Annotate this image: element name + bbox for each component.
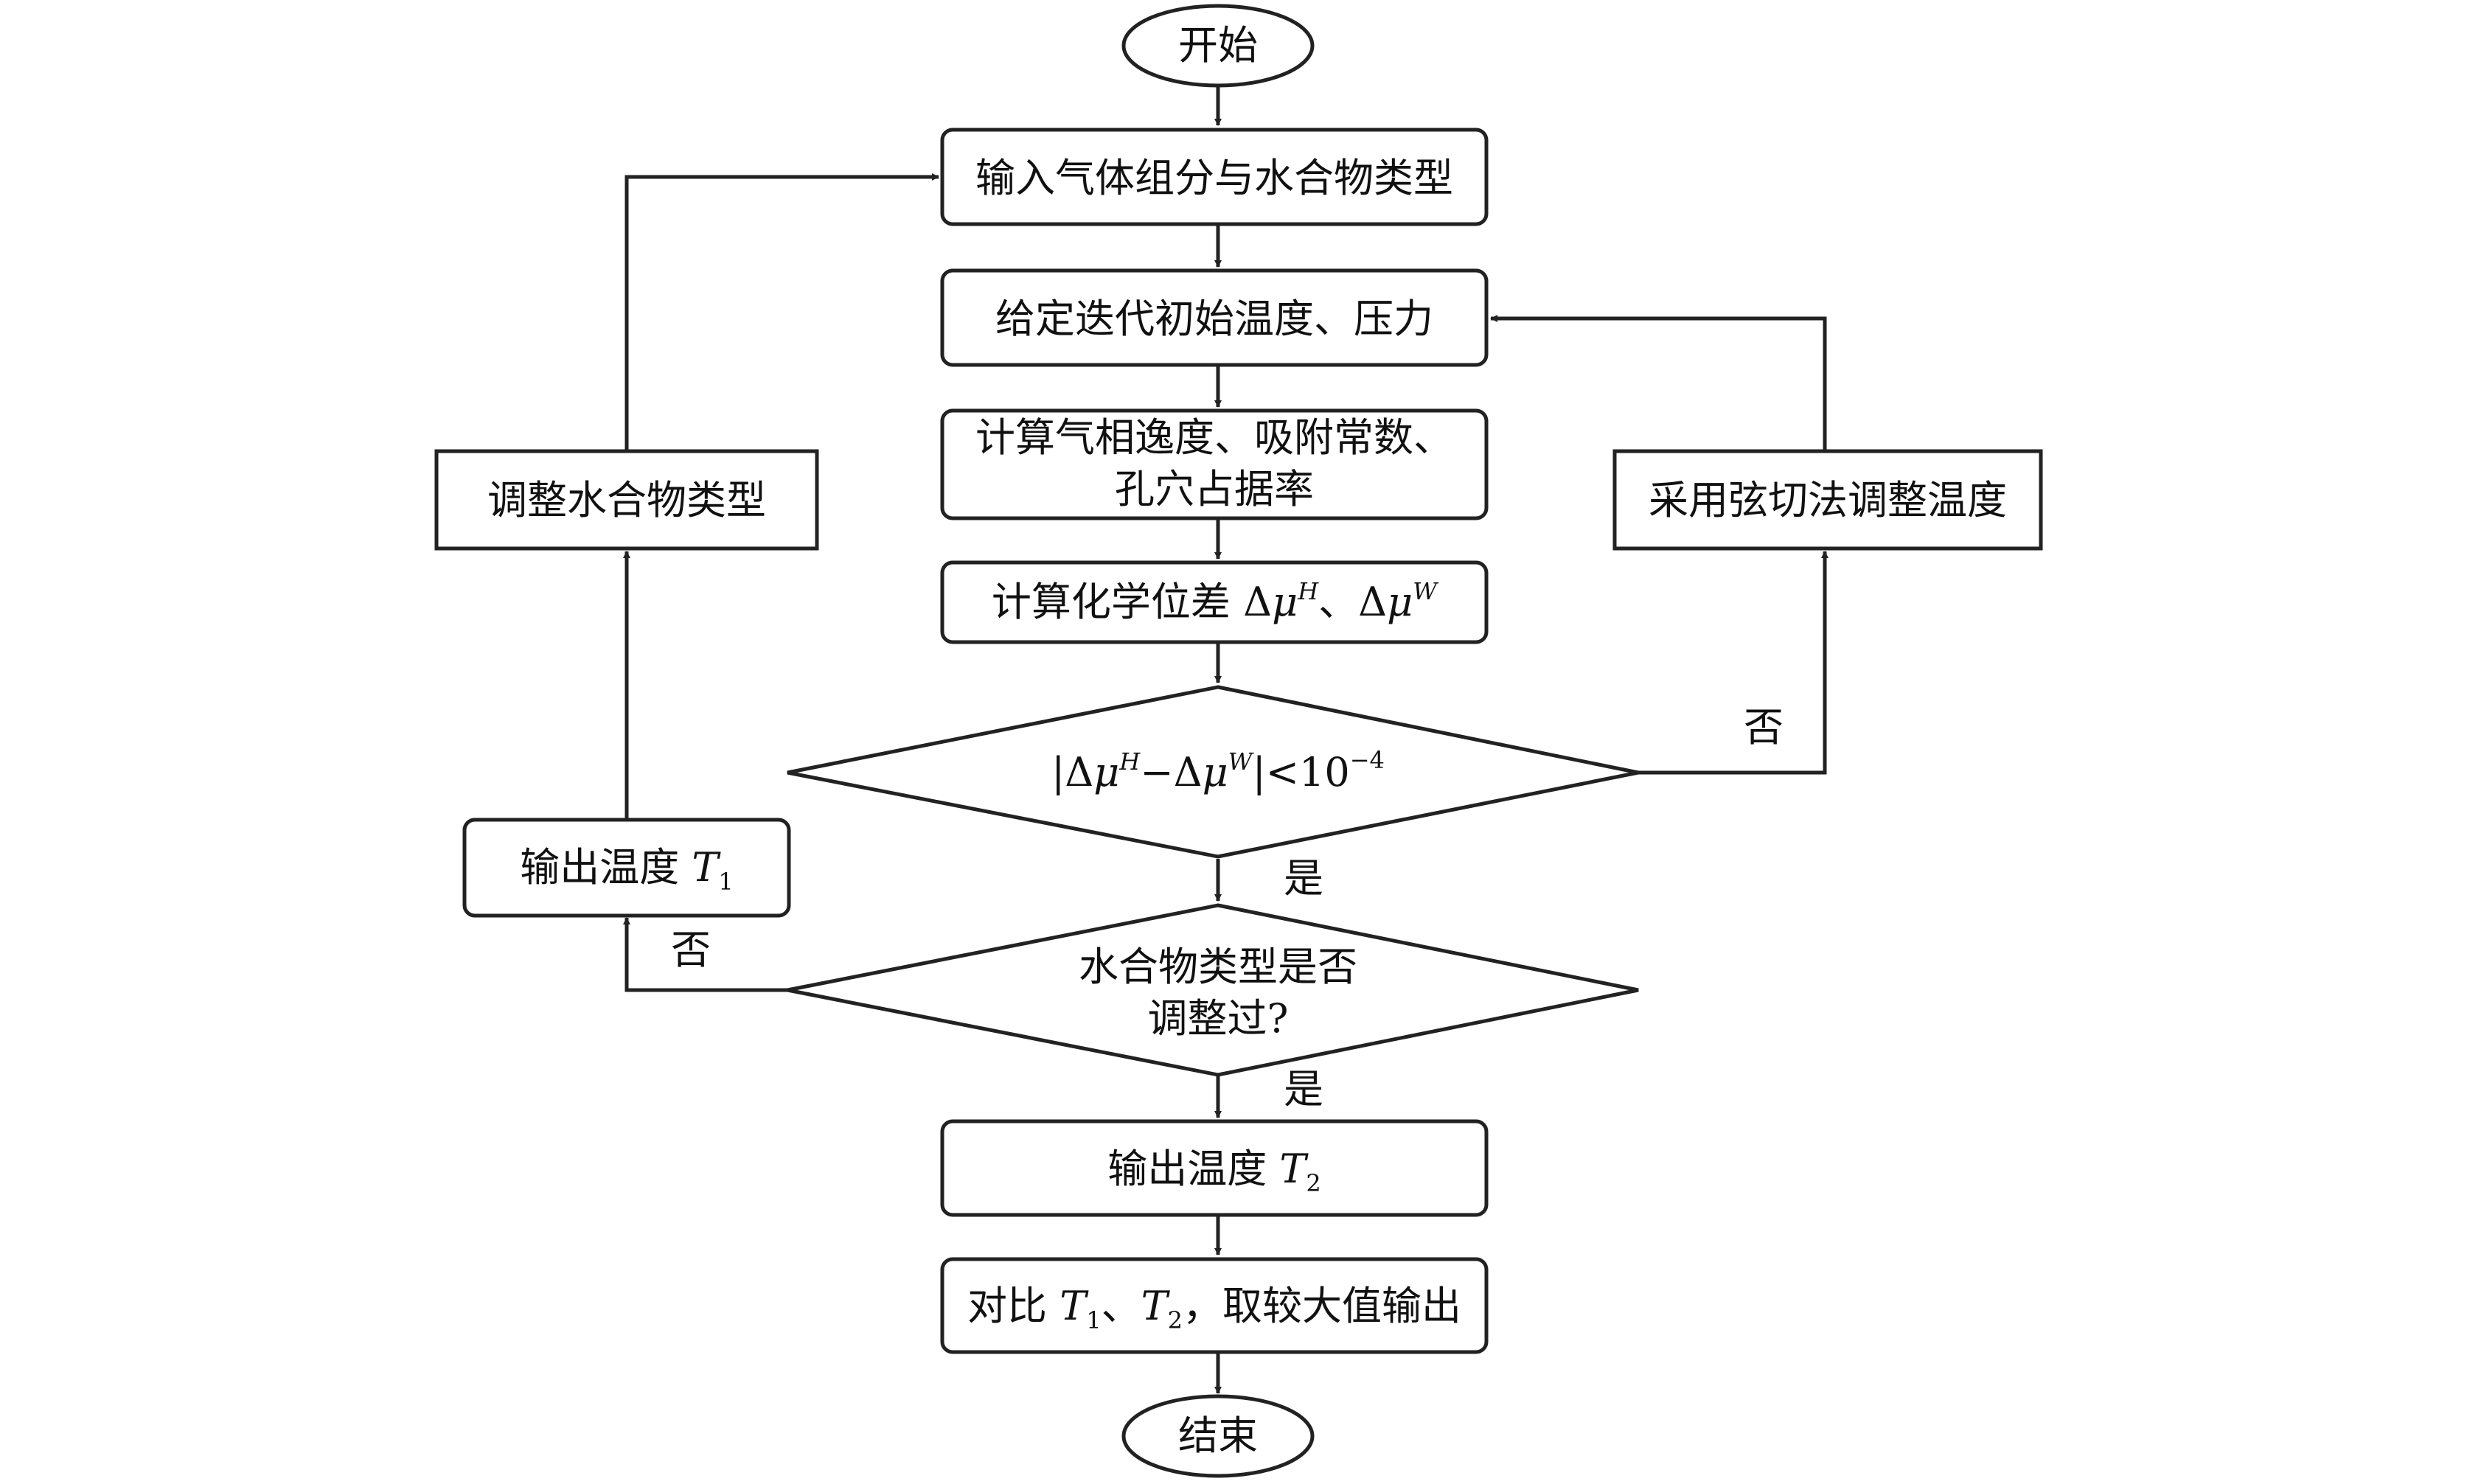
label-cond1-yes: 是 — [1284, 855, 1323, 902]
decision-type-adjusted: 水合物类型是否 调整过? — [787, 903, 1639, 1077]
node-input-label: 输入气体组分与水合物类型 — [975, 155, 1453, 201]
node-init-label: 给定迭代初始温度、压力 — [995, 296, 1433, 342]
label-cond2-yes: 是 — [1284, 1066, 1323, 1112]
node-input: 输入气体组分与水合物类型 — [940, 128, 1489, 226]
edge-secant-to-init — [1490, 315, 1827, 464]
node-calc-fugacity: 计算气相逸度、吸附常数、 孔穴占据率 — [940, 408, 1489, 520]
decision-convergence: |ΔμH−ΔμW|<10−4 — [787, 685, 1639, 859]
node-output-t2-label: 输出温度 T2 — [1107, 1146, 1321, 1197]
node-adjust-type: 调整水合物类型 — [434, 449, 819, 551]
node-calc-potential: 计算化学位差 ΔμH、ΔμW — [940, 560, 1489, 644]
node-end-label: 结束 — [1178, 1412, 1258, 1459]
node-output-t2: 输出温度 T2 — [940, 1119, 1489, 1217]
node-output-t1-label: 输出温度 T1 — [520, 844, 734, 896]
edge-adjust-to-input — [624, 173, 939, 451]
node-start: 开始 — [1121, 4, 1315, 88]
node-compare-label: 对比 T1、T2，取较大值输出 — [967, 1283, 1461, 1334]
edge-cond1-no-to-secant — [1638, 551, 1828, 775]
label-cond2-no: 否 — [671, 927, 711, 973]
edges — [623, 87, 1828, 1394]
node-end: 结束 — [1121, 1394, 1315, 1478]
label-cond1-no: 否 — [1744, 704, 1784, 750]
edge-cond2-no-to-out1 — [623, 917, 787, 992]
node-secant-label: 采用弦切法调整温度 — [1649, 477, 2007, 523]
node-compare: 对比 T1、T2，取较大值输出 — [940, 1257, 1489, 1354]
decision-type-adjusted-line1: 水合物类型是否 — [1079, 944, 1357, 990]
node-output-t1: 输出温度 T1 — [462, 818, 791, 918]
node-init: 给定迭代初始温度、压力 — [940, 268, 1489, 367]
node-secant: 采用弦切法调整温度 — [1612, 449, 2043, 551]
decision-convergence-label: |ΔμH−ΔμW|<10−4 — [1051, 746, 1385, 795]
node-start-label: 开始 — [1178, 22, 1258, 69]
node-calc-fugacity-line1: 计算气相逸度、吸附常数、 — [975, 414, 1453, 461]
node-adjust-type-label: 调整水合物类型 — [487, 477, 766, 523]
node-calc-fugacity-line2: 孔穴占据率 — [1115, 466, 1314, 512]
node-calc-potential-label: 计算化学位差 ΔμH、ΔμW — [992, 577, 1439, 625]
decision-type-adjusted-line2: 调整过? — [1148, 995, 1289, 1042]
